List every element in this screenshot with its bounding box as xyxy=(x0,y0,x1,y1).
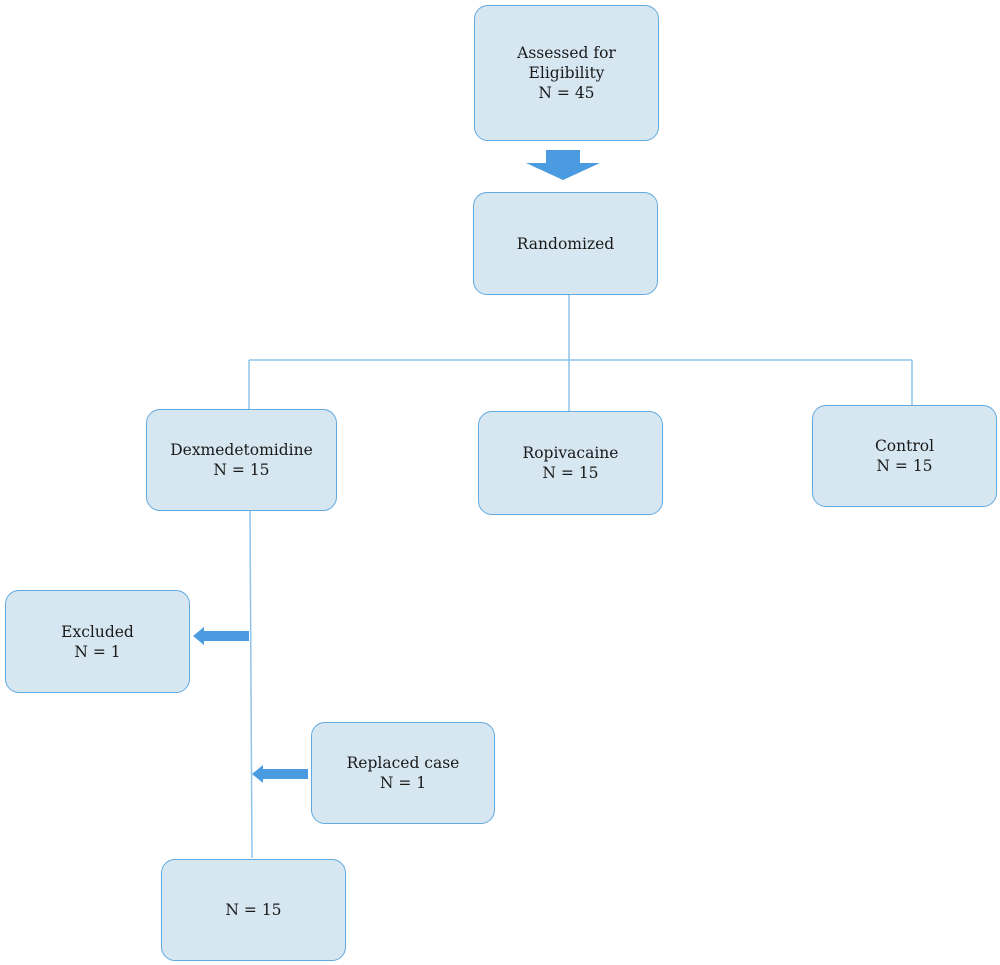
node-replaced-case: Replaced case N = 1 xyxy=(311,722,495,824)
node-assessed-for-eligibility: Assessed for Eligibility N = 45 xyxy=(474,5,659,141)
node-assessed-line-3: N = 45 xyxy=(538,84,595,102)
node-dexmedetomidine-line-1: Dexmedetomidine xyxy=(170,441,313,459)
node-excluded-line-2: N = 1 xyxy=(74,642,121,661)
node-excluded-line-1: Excluded xyxy=(61,622,134,641)
node-replaced-line-1: Replaced case xyxy=(346,754,460,772)
node-dexmedetomidine-line-2: N = 15 xyxy=(213,461,270,479)
node-control-line-2: N = 15 xyxy=(876,457,933,475)
node-randomized: Randomized xyxy=(473,192,658,295)
node-randomized-line-1: Randomized xyxy=(516,234,615,253)
block-arrow-down xyxy=(526,150,600,180)
node-ropivacaine: Ropivacaine N = 15 xyxy=(478,411,663,515)
arrow-to-excluded xyxy=(193,627,249,645)
node-dexmedetomidine: Dexmedetomidine N = 15 xyxy=(146,409,337,511)
node-ropivacaine-line-2: N = 15 xyxy=(542,464,599,482)
node-ropivacaine-line-1: Ropivacaine xyxy=(522,444,619,462)
node-control-line-1: Control xyxy=(874,437,935,455)
node-assessed-line-1: Assessed for xyxy=(517,44,616,62)
node-control: Control N = 15 xyxy=(812,405,997,507)
node-assessed-line-2: Eligibility xyxy=(528,64,605,82)
node-replaced-line-2: N = 1 xyxy=(379,774,427,792)
arrow-from-replaced xyxy=(252,765,308,783)
node-excluded: Excluded N = 1 xyxy=(5,590,190,693)
node-final-line-1: N = 15 xyxy=(225,901,282,919)
node-final-count: N = 15 xyxy=(161,859,346,961)
connector-dexmedetomidine-down xyxy=(249,510,253,859)
